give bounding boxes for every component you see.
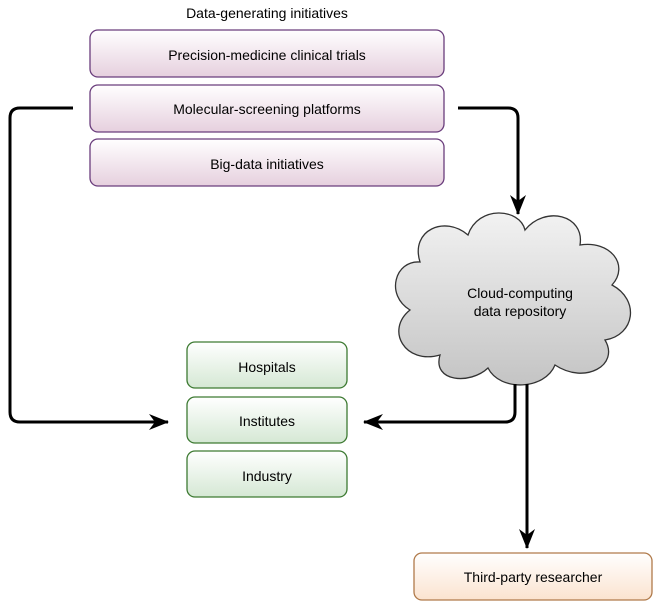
cloud-repository-line2: data repository <box>474 303 567 319</box>
initiative-precision-medicine-box: Precision-medicine clinical trials <box>89 29 445 78</box>
researcher-box: Third-party researcher <box>413 552 653 601</box>
initiative-big-data-box: Big-data initiatives <box>89 138 445 187</box>
cloud-repository-line1: Cloud-computing <box>467 285 573 301</box>
institution-hospitals-box: Hospitals <box>186 341 348 389</box>
initiative-big-data-label: Big-data initiatives <box>210 156 324 172</box>
institution-industry-label: Industry <box>242 468 292 484</box>
cloud-repository: Cloud-computing data repository <box>394 212 631 386</box>
initiative-molecular-screening-label: Molecular-screening platforms <box>173 101 361 117</box>
arrow-cloud-to-institutions <box>363 384 517 430</box>
institution-institutes-box: Institutes <box>186 396 348 444</box>
initiative-precision-medicine-label: Precision-medicine clinical trials <box>168 47 366 63</box>
researcher-label: Third-party researcher <box>464 569 603 585</box>
institution-institutes-label: Institutes <box>239 413 295 429</box>
arrow-initiatives-to-institutions <box>8 106 169 430</box>
institution-hospitals-label: Hospitals <box>238 359 296 375</box>
institution-industry-box: Industry <box>186 450 348 498</box>
initiative-molecular-screening-box: Molecular-screening platforms <box>89 84 445 133</box>
arrow-initiatives-to-cloud <box>458 106 526 215</box>
initiatives-group-title: Data-generating initiatives <box>186 5 348 21</box>
cloud-icon <box>394 212 631 386</box>
